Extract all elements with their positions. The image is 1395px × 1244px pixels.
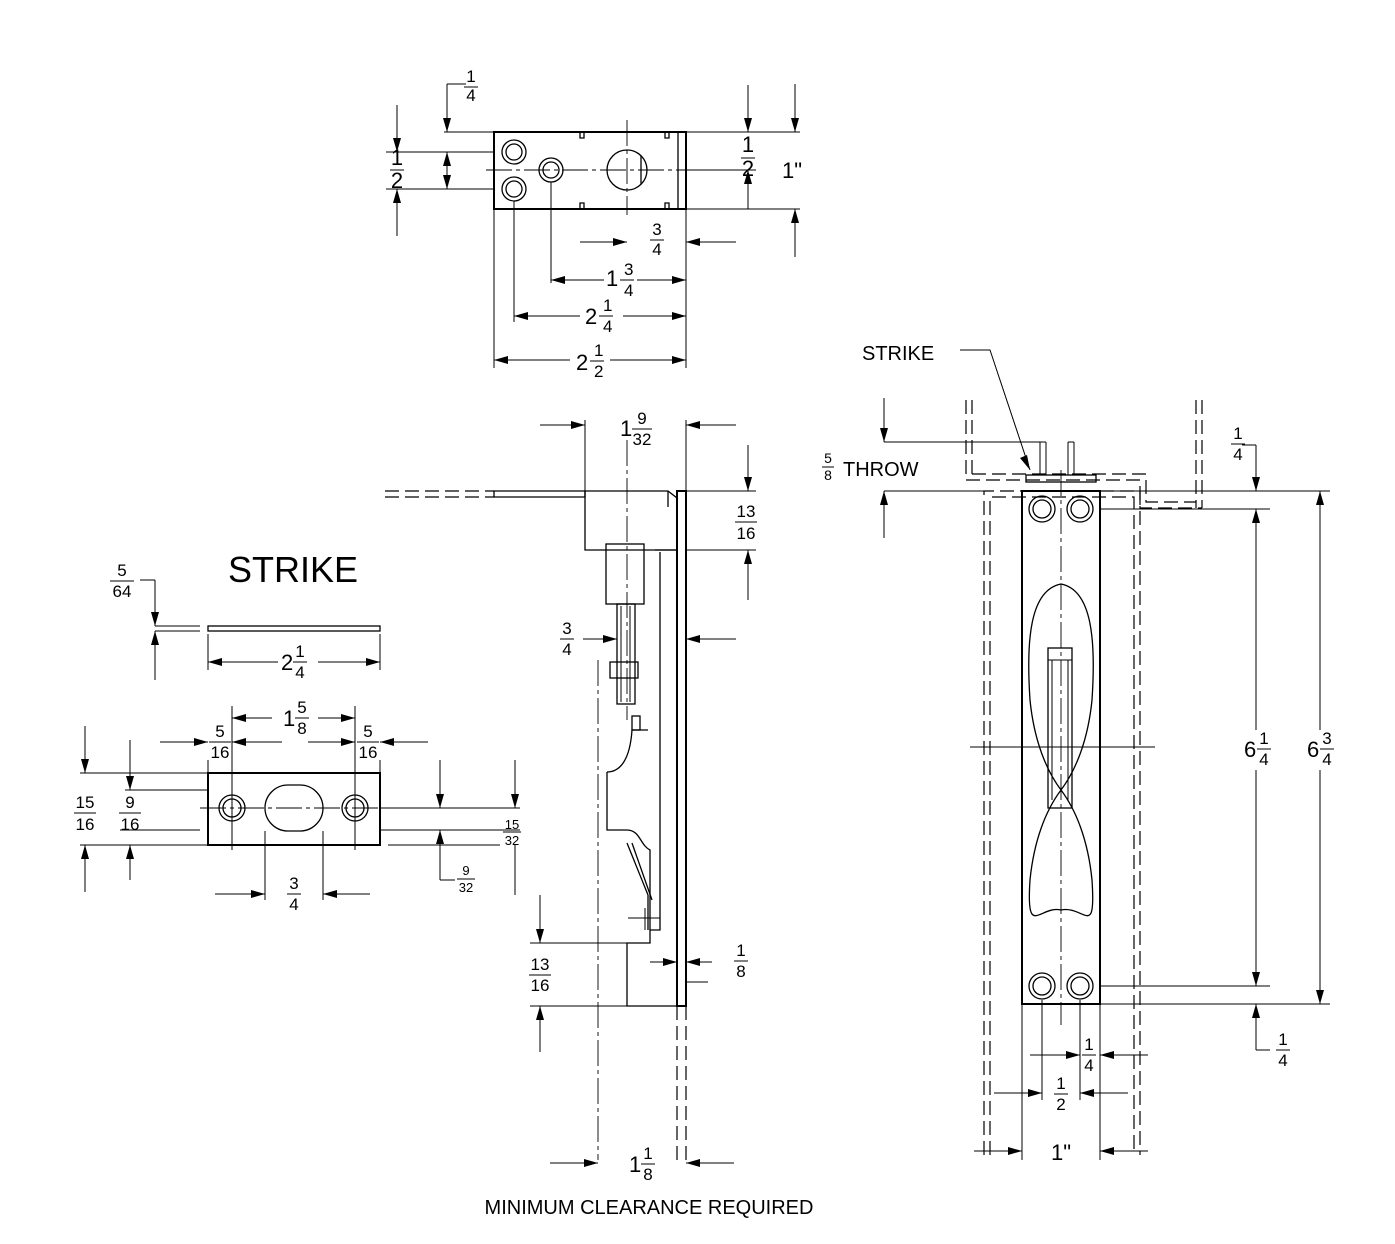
dim-num: 9 [637, 409, 646, 428]
dim-num: 9 [125, 793, 134, 812]
dim-num: 3 [289, 874, 298, 893]
lever [1047, 647, 1073, 809]
dim-whole: 2 [576, 350, 588, 375]
dim-den: 16 [359, 743, 378, 762]
dim-whole: 1 [606, 266, 618, 291]
dim-den: 2 [594, 362, 603, 381]
strike-profile [207, 625, 381, 632]
dim-one-inch: 1" [1051, 1140, 1071, 1165]
dim-num: 1 [594, 341, 603, 360]
dim-den: 32 [633, 430, 652, 449]
dim-num: 5 [117, 561, 126, 580]
top-view-labels: 1 4 1 2 1 2 1" 3 4 1 3 4 2 1 4 2 1 2 [390, 67, 802, 381]
dim-den: 4 [562, 640, 571, 659]
front-screw-hole [1066, 972, 1094, 1000]
dim-whole: 2 [281, 650, 293, 675]
dim-quarter-den: 4 [466, 86, 475, 105]
dim-num: 9 [462, 863, 469, 878]
dim-den: 8 [824, 467, 832, 483]
dim-whole: 1 [629, 1152, 641, 1177]
screw-hole [501, 139, 527, 165]
dim-num: 1 [295, 642, 304, 661]
dim-den: 4 [289, 895, 298, 914]
dim-whole: 6 [1244, 737, 1256, 762]
dim-num: 1 [1233, 424, 1242, 443]
strike-view [80, 579, 520, 900]
dim-den: 4 [603, 317, 612, 336]
dim-num: 1 [1278, 1030, 1287, 1049]
dim-den: 4 [1278, 1051, 1287, 1070]
strike-title: STRIKE [228, 549, 358, 590]
dim-num: 1 [736, 941, 745, 960]
dim-num: 15 [76, 793, 95, 812]
dim-num: 1 [1056, 1074, 1065, 1093]
top-view-plate [493, 131, 687, 210]
dim-den: 4 [295, 663, 304, 682]
dim-half-den: 2 [742, 156, 754, 181]
dim-half-num: 1 [391, 145, 403, 170]
front-view-labels: STRIKE 5 8 THROW 1 4 6 1 4 6 3 4 1 4 1 4… [822, 343, 1334, 1165]
dim-quarter-num: 1 [466, 67, 475, 86]
front-view [880, 349, 1330, 1160]
dim-den: 4 [624, 281, 633, 300]
dim-num: 5 [363, 722, 372, 741]
side-view [385, 420, 756, 1167]
dim-den: 16 [737, 524, 756, 543]
dim-den: 4 [1322, 750, 1331, 769]
dim-num: 1 [603, 296, 612, 315]
dim-half-den: 2 [391, 168, 403, 193]
strike-callout: STRIKE [862, 343, 934, 365]
side-view-labels: 1 9 32 13 16 3 4 13 16 1 8 1 1 8 [529, 409, 757, 1184]
dim-num: 1 [1259, 729, 1268, 748]
dim-whole: 2 [585, 304, 597, 329]
dim-den: 4 [1084, 1056, 1093, 1075]
dim-den: 4 [1259, 750, 1268, 769]
strike-plate [207, 772, 381, 846]
top-view [386, 83, 800, 368]
dim-num: 5 [215, 722, 224, 741]
dim-num: 1 [643, 1144, 652, 1163]
dim-num: 13 [531, 955, 550, 974]
dim-num: 15 [505, 817, 519, 832]
dim-num: 5 [824, 450, 832, 466]
dim-whole: 1 [620, 416, 632, 441]
dim-den: 64 [113, 582, 132, 601]
min-clearance-caption: MINIMUM CLEARANCE REQUIRED [485, 1197, 814, 1219]
front-screw-hole [1028, 972, 1056, 1000]
side-plate [676, 490, 687, 1007]
dim-three-quarter-num: 3 [652, 220, 661, 239]
dim-den: 4 [1233, 445, 1242, 464]
dim-den: 16 [211, 743, 230, 762]
dim-num: 13 [737, 502, 756, 521]
dim-den: 8 [736, 962, 745, 981]
dim-one-inch: 1" [782, 158, 802, 183]
dim-half-num: 1 [742, 132, 754, 157]
dim-whole: 1 [283, 706, 295, 731]
throw-label: THROW [843, 459, 919, 481]
front-screw-hole [1028, 495, 1056, 523]
dim-den: 16 [531, 976, 550, 995]
dim-den: 8 [297, 719, 306, 738]
dim-den: 32 [459, 880, 473, 895]
dim-num: 1 [1084, 1035, 1093, 1054]
dim-num: 3 [1322, 729, 1331, 748]
dim-den: 16 [121, 815, 140, 834]
front-screw-hole [1066, 495, 1094, 523]
strike-view-labels: 5 64 2 1 4 1 5 8 5 16 5 16 15 16 9 16 15… [74, 561, 521, 914]
dim-three-quarter-den: 4 [652, 240, 661, 259]
dim-den: 16 [76, 815, 95, 834]
dim-num: 3 [624, 260, 633, 279]
dim-num: 3 [562, 619, 571, 638]
dim-whole: 6 [1307, 737, 1319, 762]
dim-den: 8 [643, 1165, 652, 1184]
dim-den: 32 [505, 833, 519, 848]
dim-num: 5 [297, 698, 306, 717]
dim-den: 2 [1056, 1095, 1065, 1114]
